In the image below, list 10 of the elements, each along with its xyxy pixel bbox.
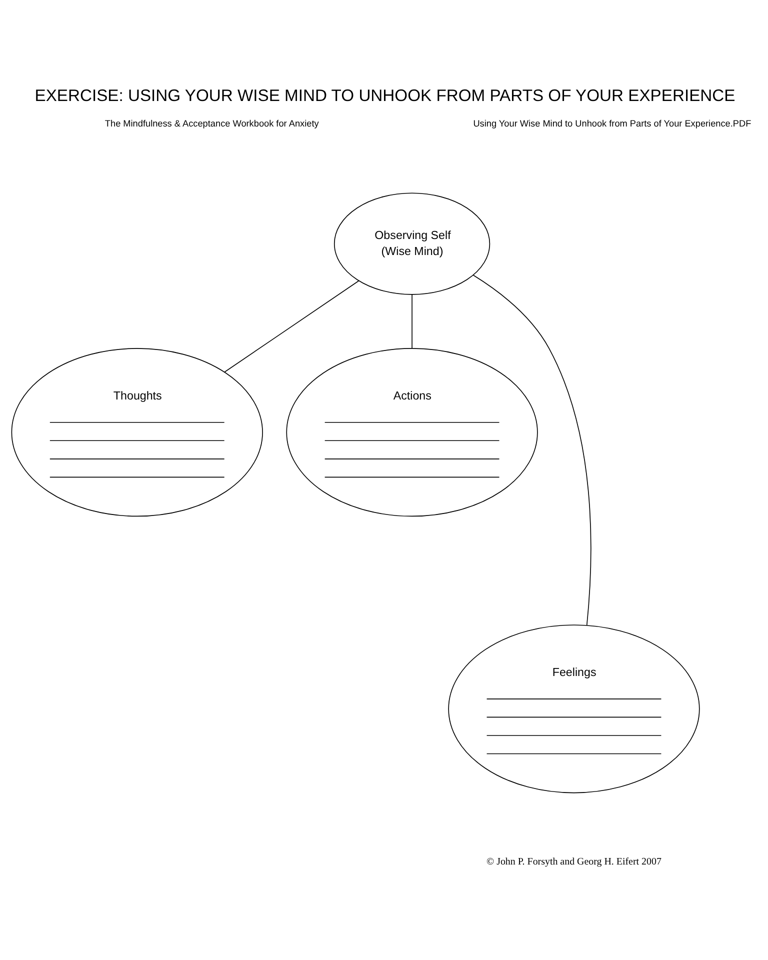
node-ellipse: Actions [286, 348, 538, 516]
node-ellipse: Thoughts [11, 348, 263, 516]
label: The Mindfulness & Acceptance Workbook for Anxiety [104, 118, 319, 128]
node-ellipse: Observing Self (Wise Mind) [334, 192, 490, 294]
node-ellipse: Feelings [448, 624, 700, 793]
connector [224, 280, 360, 372]
label: Using Your Wise Mind to Unhook from Parts of Your Experience.PDF [473, 118, 752, 128]
connector [472, 274, 592, 626]
diagram-title: EXERCISE: USING YOUR WISE MIND TO UNHOOK FROM PARTS OF YOUR EXPERIENCE [34, 85, 736, 104]
label: © John P. Forsyth and Georg H. Eifert 2007 [486, 856, 662, 867]
